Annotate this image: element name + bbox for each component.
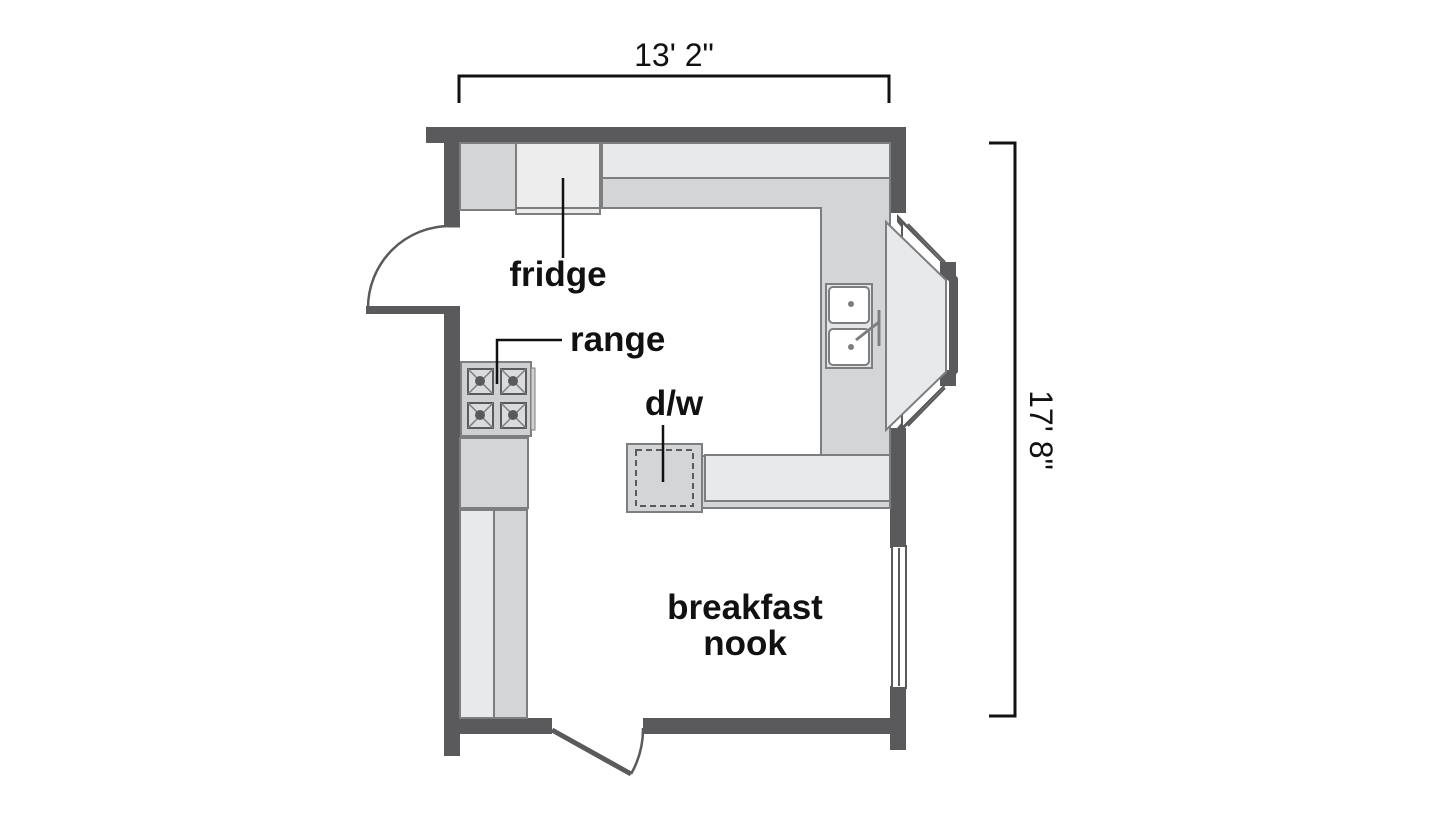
side-door <box>366 224 460 309</box>
counter-top-left <box>459 142 517 211</box>
counter-left-bottom-a <box>459 509 495 719</box>
length-dimension: 17' 8" <box>989 141 1059 718</box>
range-burners <box>467 368 527 429</box>
counter-left-bottom-b <box>493 509 528 719</box>
nook-label-line2: nook <box>703 624 787 663</box>
dishwasher-label: d/w <box>645 384 704 423</box>
length-dimension-label: 17' 8" <box>1023 390 1059 470</box>
walls <box>366 127 906 756</box>
width-dimension: 13' 2" <box>457 37 891 103</box>
range: range <box>460 320 665 437</box>
bottom-door <box>550 727 645 777</box>
counter-peninsula <box>704 454 891 502</box>
double-sink <box>825 283 881 369</box>
fridge-label: fridge <box>509 255 606 294</box>
counter-left-mid <box>459 437 529 509</box>
nook-label-line1: breakfast <box>667 588 823 627</box>
fridge: fridge <box>509 142 607 294</box>
counter-top <box>601 142 891 179</box>
width-dimension-label: 13' 2" <box>634 37 714 73</box>
breakfast-nook-label: breakfast nook <box>667 588 823 663</box>
dishwasher: d/w <box>626 384 704 513</box>
side-window <box>891 545 907 689</box>
bay-sill <box>885 219 947 433</box>
range-label: range <box>570 320 665 359</box>
